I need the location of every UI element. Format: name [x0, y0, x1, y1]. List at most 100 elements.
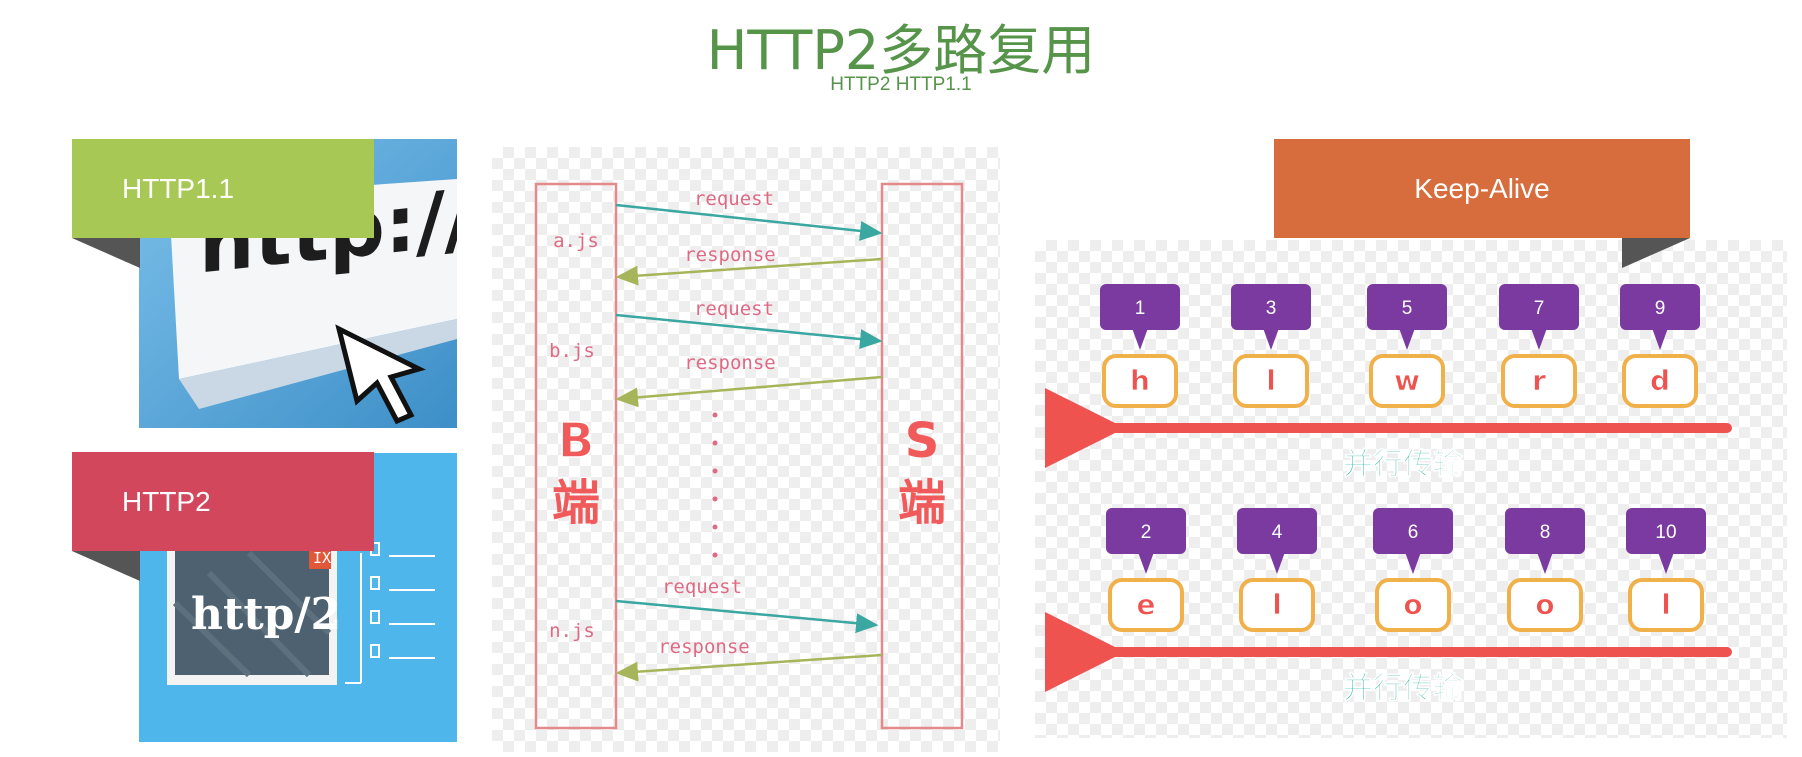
stream-frame: 5w	[1367, 284, 1447, 408]
parallel-transfer-caption: 并行传输	[1343, 447, 1464, 482]
stream-id: 8	[1540, 522, 1551, 543]
response-arrow	[615, 257, 883, 286]
frame-letter: l	[1661, 588, 1671, 621]
frame-letter: e	[1137, 588, 1156, 621]
frame-letter: h	[1130, 364, 1150, 397]
stream-frame: 6o	[1373, 508, 1453, 632]
stream-id-pointer	[1269, 552, 1285, 574]
stream-id-tag	[1237, 508, 1317, 554]
stream-frame: 8o	[1505, 508, 1585, 632]
page-title: HTTP2多路复用	[706, 19, 1096, 82]
response-arrow	[615, 653, 883, 682]
request-arrow	[615, 203, 883, 241]
cursor-icon	[335, 324, 426, 425]
server-lifeline	[880, 182, 964, 730]
stream-id-tag	[1620, 284, 1700, 330]
response-label: response	[684, 352, 776, 374]
http2-label-shadow	[72, 551, 140, 581]
http2-badge: IX	[313, 549, 331, 567]
client-label-char: 端	[552, 475, 600, 531]
stream-id: 6	[1408, 522, 1419, 543]
frame-box	[1375, 578, 1451, 632]
request-arrow	[615, 599, 879, 634]
stream-id: 9	[1655, 298, 1666, 319]
frame-box	[1501, 354, 1577, 408]
http2-logo-text: http/2	[191, 589, 341, 640]
frame-box	[1628, 578, 1704, 632]
stream-id-tag	[1505, 508, 1585, 554]
http2-image: IX http/2	[139, 453, 457, 742]
sequence-diagram: B 端 S 端 a.js b.js n.js request response …	[492, 147, 1000, 752]
response-label: response	[684, 244, 776, 266]
http11-label-text: HTTP1.1	[122, 172, 235, 204]
stream-id-pointer	[1138, 552, 1154, 574]
request-label: request	[694, 188, 774, 210]
response-label: response	[658, 636, 750, 658]
server-label-letter: S	[905, 413, 940, 469]
stream-id-pointer	[1405, 552, 1421, 574]
keep-alive-label-text: Keep-Alive	[1414, 172, 1550, 204]
stream-id: 5	[1402, 298, 1413, 319]
client-lifeline	[534, 182, 618, 730]
request-label: request	[662, 576, 742, 598]
parallel-transfer-caption: 并行传输	[1343, 671, 1464, 706]
address-bar-edge	[179, 319, 457, 409]
stream-frame: 4l	[1237, 508, 1317, 632]
stream-id-pointer	[1652, 328, 1668, 350]
frame-box	[1622, 354, 1698, 408]
stream-id-tag	[1100, 284, 1180, 330]
stream-id: 10	[1655, 522, 1676, 543]
sequence-svg: B 端 S 端 a.js b.js n.js request response …	[534, 182, 964, 730]
stream-frame: 10 l	[1626, 508, 1706, 632]
response-arrow	[615, 375, 883, 408]
stream-id-pointer	[1537, 552, 1553, 574]
stream-id-tag	[1367, 284, 1447, 330]
stream-id: 2	[1141, 522, 1152, 543]
client-label-letter: B	[558, 413, 595, 469]
stream-id-tag	[1626, 508, 1706, 554]
stream-id-tag	[1106, 508, 1186, 554]
stream-id-pointer	[1658, 552, 1674, 574]
keep-alive-label-shadow	[1622, 238, 1690, 268]
frame-box	[1233, 354, 1309, 408]
page-subtitle: HTTP2 HTTP1.1	[830, 74, 972, 95]
frame-letter: r	[1532, 364, 1546, 397]
request-arrow	[615, 313, 883, 349]
frame-box	[1507, 578, 1583, 632]
frame-box	[1108, 578, 1184, 632]
file-label-n: n.js	[549, 620, 595, 642]
http2-label: HTTP2	[72, 452, 374, 551]
stream-id: 3	[1266, 298, 1277, 319]
stream-frame: 2e	[1106, 508, 1186, 632]
stream-id-pointer	[1531, 328, 1547, 350]
stream-frame: 1h	[1100, 284, 1180, 408]
frame-letter: o	[1403, 588, 1422, 621]
stream-id-tag	[1499, 284, 1579, 330]
http2-stripes	[172, 550, 332, 678]
server-label-char: 端	[898, 475, 946, 531]
stream-id-pointer	[1399, 328, 1415, 350]
request-label: request	[694, 298, 774, 320]
http2-list-lines	[345, 542, 435, 684]
stream-frame: 7r	[1499, 284, 1579, 408]
stream-id-pointer	[1132, 328, 1148, 350]
frame-letter: l	[1266, 364, 1276, 397]
frame-letter: o	[1535, 588, 1554, 621]
stream-id-tag	[1231, 284, 1311, 330]
frame-letter: w	[1394, 364, 1420, 397]
stream-frame: 3l	[1231, 284, 1311, 408]
http2-label-text: HTTP2	[122, 485, 211, 517]
stream-frame: 9d	[1620, 284, 1700, 408]
frame-box	[1369, 354, 1445, 408]
stream-id-tag	[1373, 508, 1453, 554]
file-label-b: b.js	[549, 340, 595, 362]
http11-label-shadow	[72, 238, 140, 268]
stream-id: 4	[1272, 522, 1283, 543]
http11-label: HTTP1.1	[72, 139, 374, 238]
frame-box	[1239, 578, 1315, 632]
file-label-a: a.js	[553, 230, 599, 252]
